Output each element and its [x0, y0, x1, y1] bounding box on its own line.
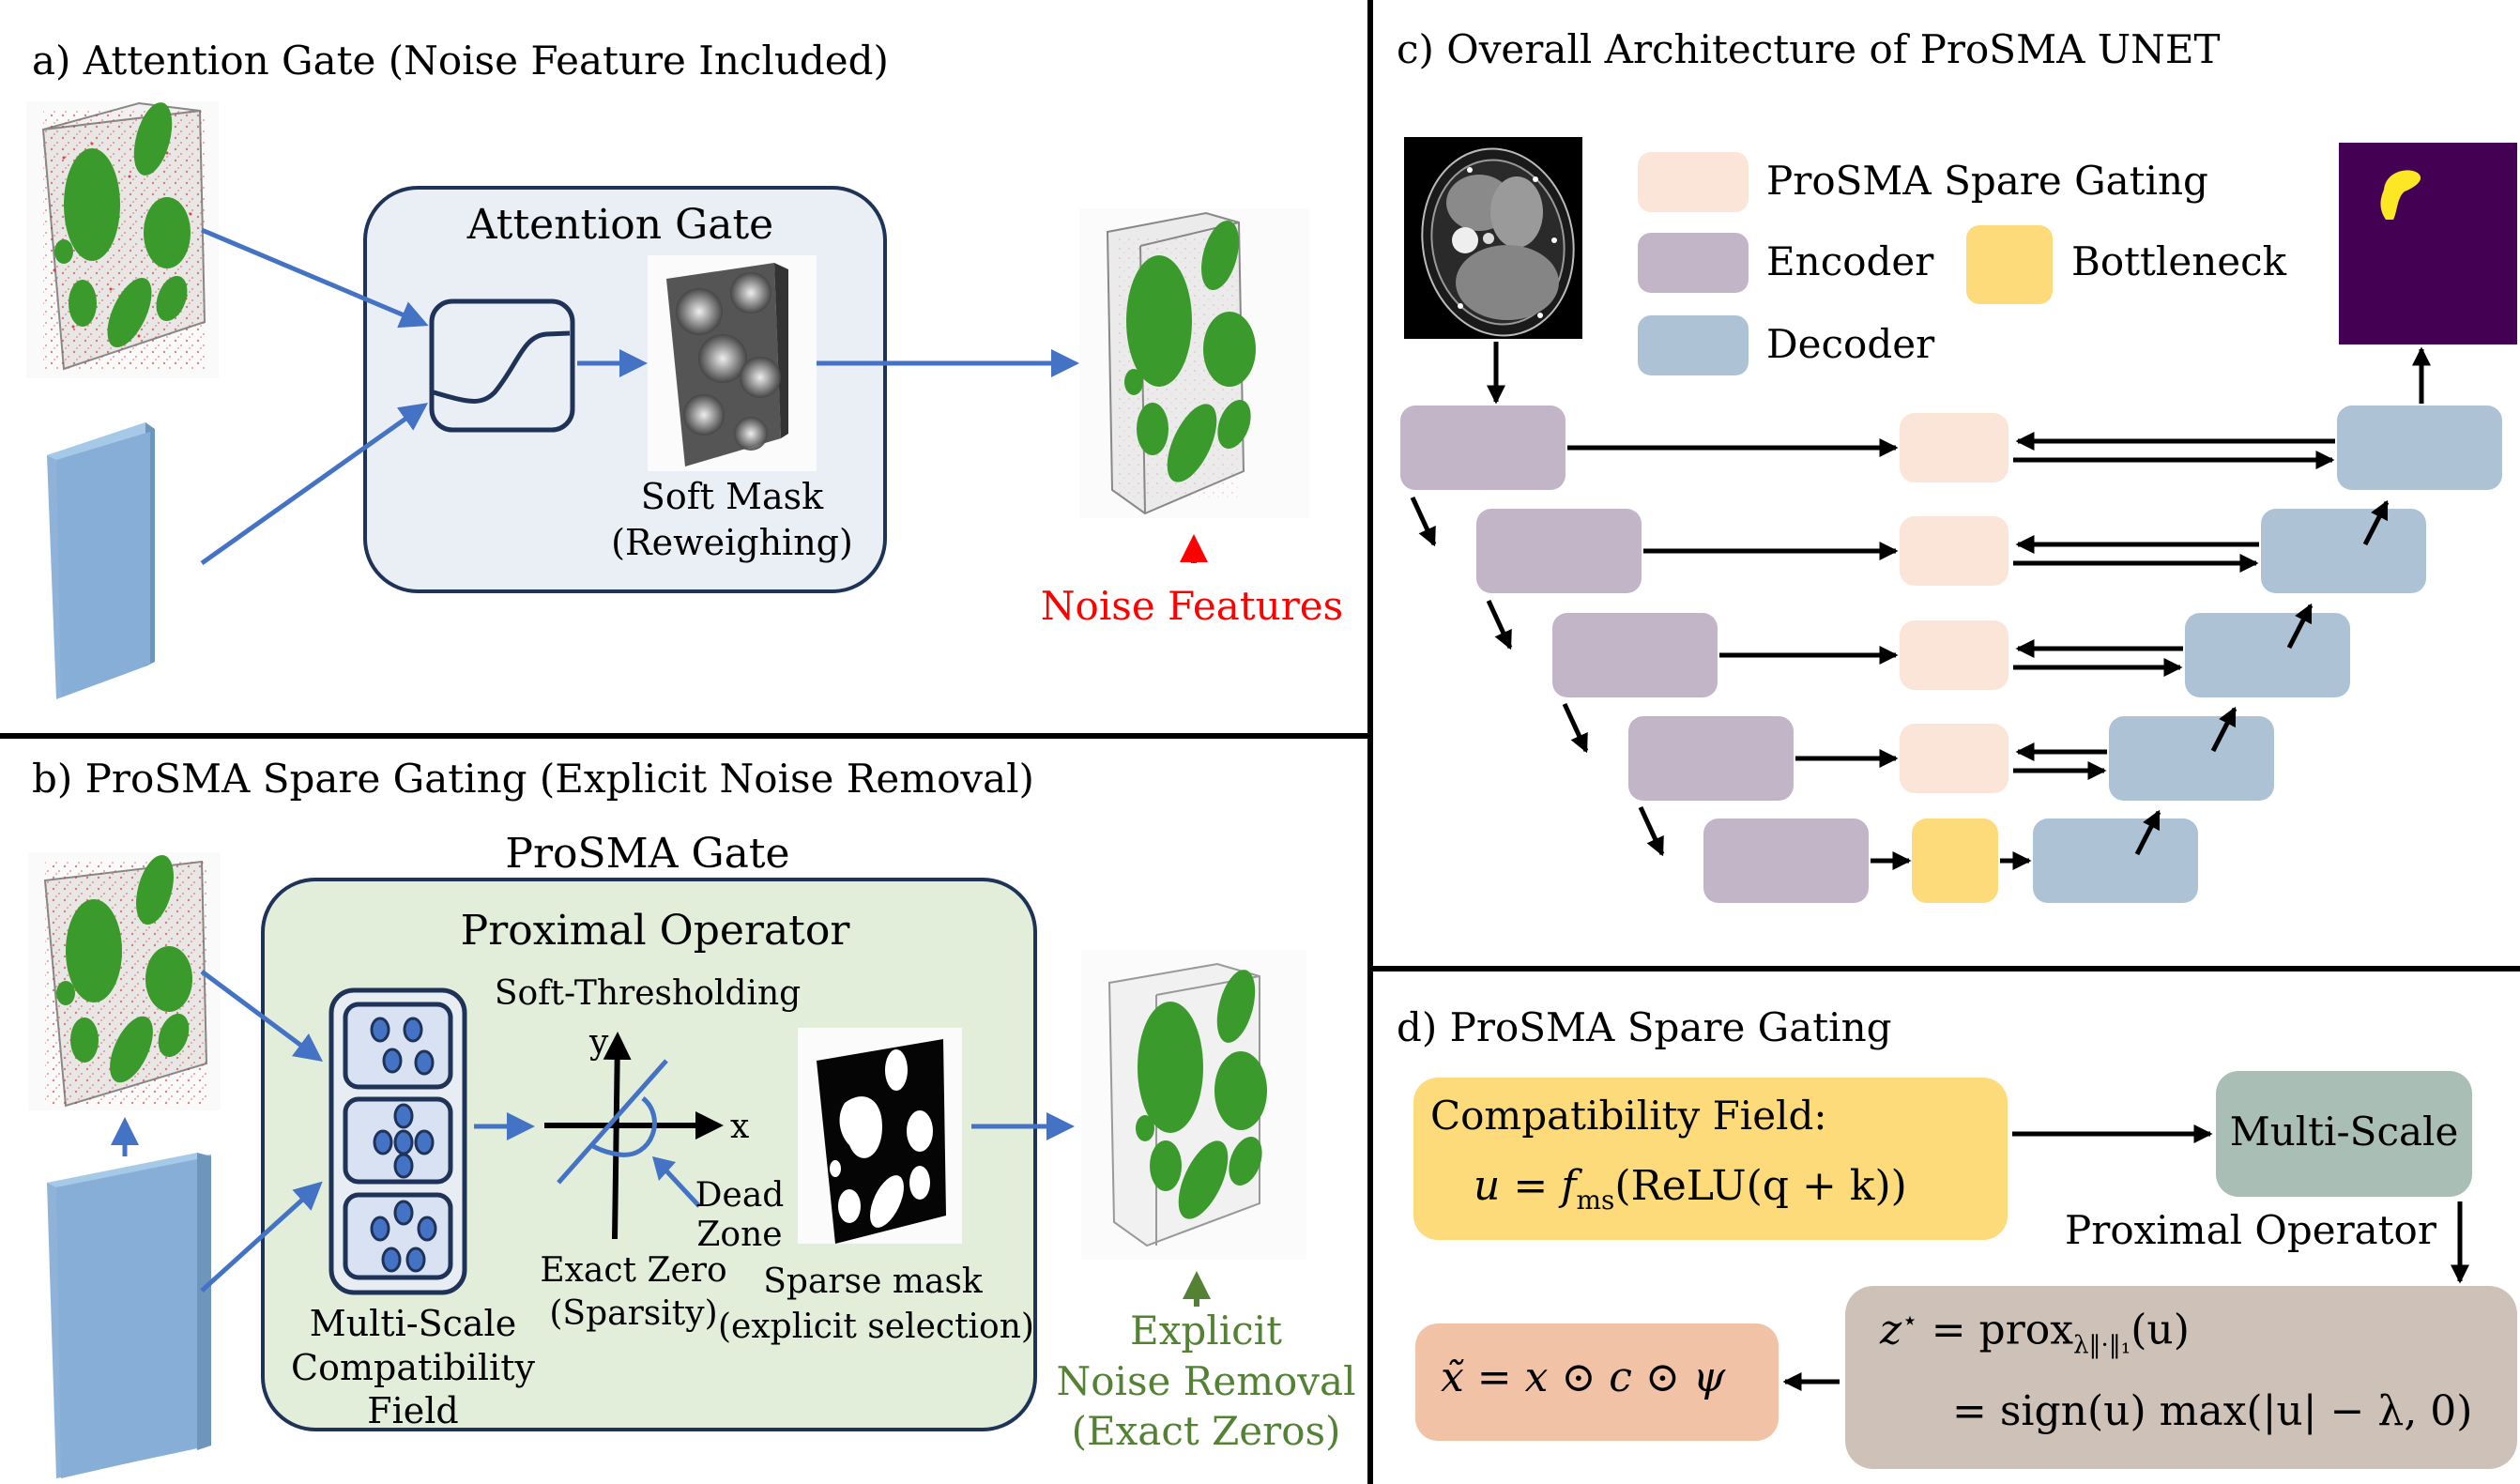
exact-zero-label-1: Exact Zero: [540, 1251, 727, 1290]
arrow-feature-to-msc: [200, 1181, 323, 1293]
ct-scan-image: [1404, 137, 1582, 339]
gating-block-2: [1900, 516, 2008, 586]
encoder-block-5: [1703, 818, 1869, 903]
noise-removal-label-2: Noise Removal: [1056, 1358, 1356, 1404]
legend-label-decoder: Decoder: [1766, 321, 1935, 367]
eq-f: f: [1561, 1162, 1577, 1210]
feature-block-icon: [47, 1153, 211, 1478]
axis-y-label: y: [589, 1023, 609, 1062]
dead-zone-label-2: Zone: [696, 1216, 783, 1254]
legend-swatch-prosma-gating: [1638, 152, 1749, 212]
noisy-volume-icon: [26, 101, 219, 378]
exact-zero-label-2: (Sparsity): [549, 1294, 718, 1333]
clean-output-volume-icon: [1081, 950, 1306, 1260]
dead-zone-arrow-icon: [652, 1156, 701, 1208]
encoder-block-3: [1552, 613, 1718, 697]
decoder-block-5: [2033, 818, 2198, 903]
panel-d-title: d) ProSMA Spare Gating: [1397, 1004, 1892, 1050]
eq-prox-sub: λ‖·‖₁: [2073, 1331, 2131, 1360]
panel-b-title: b) ProSMA Spare Gating (Explicit Noise R…: [32, 756, 1034, 802]
eq-u: u: [1474, 1162, 1501, 1210]
sparse-mask-volume-icon: [798, 1028, 962, 1244]
feature-block-icon: [47, 422, 155, 699]
sparse-mask-label-1: Sparse mask: [763, 1262, 983, 1301]
eq-prox: = prox: [1917, 1306, 2074, 1354]
proximal-equation-line-2: = sign(u) max(|u| − λ, 0): [1952, 1387, 2473, 1435]
gating-block-3: [1900, 620, 2008, 690]
encoder-block-2: [1476, 509, 1642, 593]
bottleneck-block: [1912, 818, 1998, 903]
arrow-feature-to-sigmoid: [200, 403, 429, 566]
encoder-block-4: [1628, 716, 1794, 801]
panel-d-arrows: [1782, 1124, 2469, 1391]
panel-a-arrows: [200, 227, 1208, 566]
noise-features-label: Noise Features: [1040, 583, 1344, 629]
output-equation: x̃ = x ⊙ c ⊙ ψ: [1441, 1354, 1726, 1401]
sigmoid-icon: [429, 298, 575, 433]
eq-f-sub: ms: [1576, 1184, 1615, 1216]
msc-label-2: Compatibility: [291, 1347, 535, 1388]
eq-z-star: ⋆: [1901, 1305, 1918, 1336]
noise-removal-label-3: (Exact Zeros): [1071, 1408, 1341, 1454]
dead-zone-label-1: Dead: [695, 1176, 785, 1215]
soft-thresholding-label: Soft-Thresholding: [494, 974, 802, 1013]
multi-scale-label: Multi-Scale: [2229, 1109, 2459, 1155]
legend-label-prosma-gating: ProSMA Spare Gating: [1766, 158, 2208, 204]
right-horizontal-divider: [1370, 966, 2520, 971]
legend-label-encoder: Encoder: [1766, 238, 1934, 284]
msc-label-3: Field: [367, 1390, 459, 1431]
gating-block-4: [1900, 724, 2008, 793]
soft-mask-label-2: (Reweighing): [611, 522, 853, 563]
encoder-block-1: [1400, 405, 1565, 490]
soft-mask-volume-icon: [648, 255, 817, 471]
left-horizontal-divider: [0, 733, 1370, 739]
eq-z: z: [1880, 1306, 1902, 1354]
proximal-equation-line-1: z⋆ = proxλ‖·‖₁(u): [1880, 1305, 2190, 1359]
panel-b-arrows: [111, 969, 1211, 1307]
legend-swatch-decoder: [1638, 315, 1749, 375]
eq-equals: =: [1500, 1162, 1562, 1210]
decoder-block-2: [2261, 509, 2426, 593]
gating-block-1: [1900, 413, 2008, 482]
compatibility-field-equation: u = fms(ReLU(q + k)): [1474, 1162, 1907, 1216]
noise-removal-label-1: Explicit: [1130, 1308, 1282, 1354]
proximal-operator-title: Proximal Operator: [460, 907, 850, 955]
sparse-mask-label-2: (explicit selection): [718, 1308, 1034, 1346]
prosma-gate-title: ProSMA Gate: [505, 830, 790, 878]
panel-a-title: a) Attention Gate (Noise Feature Include…: [32, 38, 889, 84]
decoder-block-1: [2337, 405, 2502, 490]
unet-arrows: [1410, 342, 2431, 870]
eq-rest: (ReLU(q + k)): [1614, 1162, 1907, 1210]
soft-threshold-plot-icon: [544, 1032, 724, 1240]
multi-scale-box: [2216, 1071, 2472, 1197]
decoder-block-4: [2109, 716, 2274, 801]
decoder-block-3: [2185, 613, 2350, 697]
legend-swatch-bottleneck: [1966, 225, 2053, 304]
legend-label-bottleneck: Bottleneck: [2071, 238, 2287, 284]
attention-gate-title: Attention Gate: [466, 201, 774, 249]
msc-label-1: Multi-Scale: [309, 1303, 517, 1344]
arrow-noisy-to-msc: [200, 969, 324, 1062]
multi-scale-compatibility-icon: [328, 987, 467, 1295]
compatibility-field-box: [1413, 1078, 2008, 1240]
proximal-equation-box: [1845, 1286, 2517, 1469]
proximal-operator-label: Proximal Operator: [2065, 1207, 2436, 1253]
output-volume-icon: [1079, 208, 1309, 518]
eq-prox-arg: (u): [2131, 1306, 2190, 1354]
noisy-volume-icon: [28, 852, 221, 1110]
compatibility-field-label: Compatibility Field:: [1430, 1093, 1827, 1139]
arrow-noisy-to-sigmoid: [201, 227, 429, 329]
soft-mask-label-1: Soft Mask: [640, 476, 824, 517]
segmentation-mask-image: [2339, 143, 2517, 344]
panel-c-title: c) Overall Architecture of ProSMA UNET: [1397, 26, 2221, 72]
output-equation-box: [1415, 1323, 1779, 1441]
vertical-divider: [1367, 0, 1373, 1484]
legend-swatch-encoder: [1638, 233, 1749, 293]
axis-x-label: x: [730, 1108, 750, 1146]
